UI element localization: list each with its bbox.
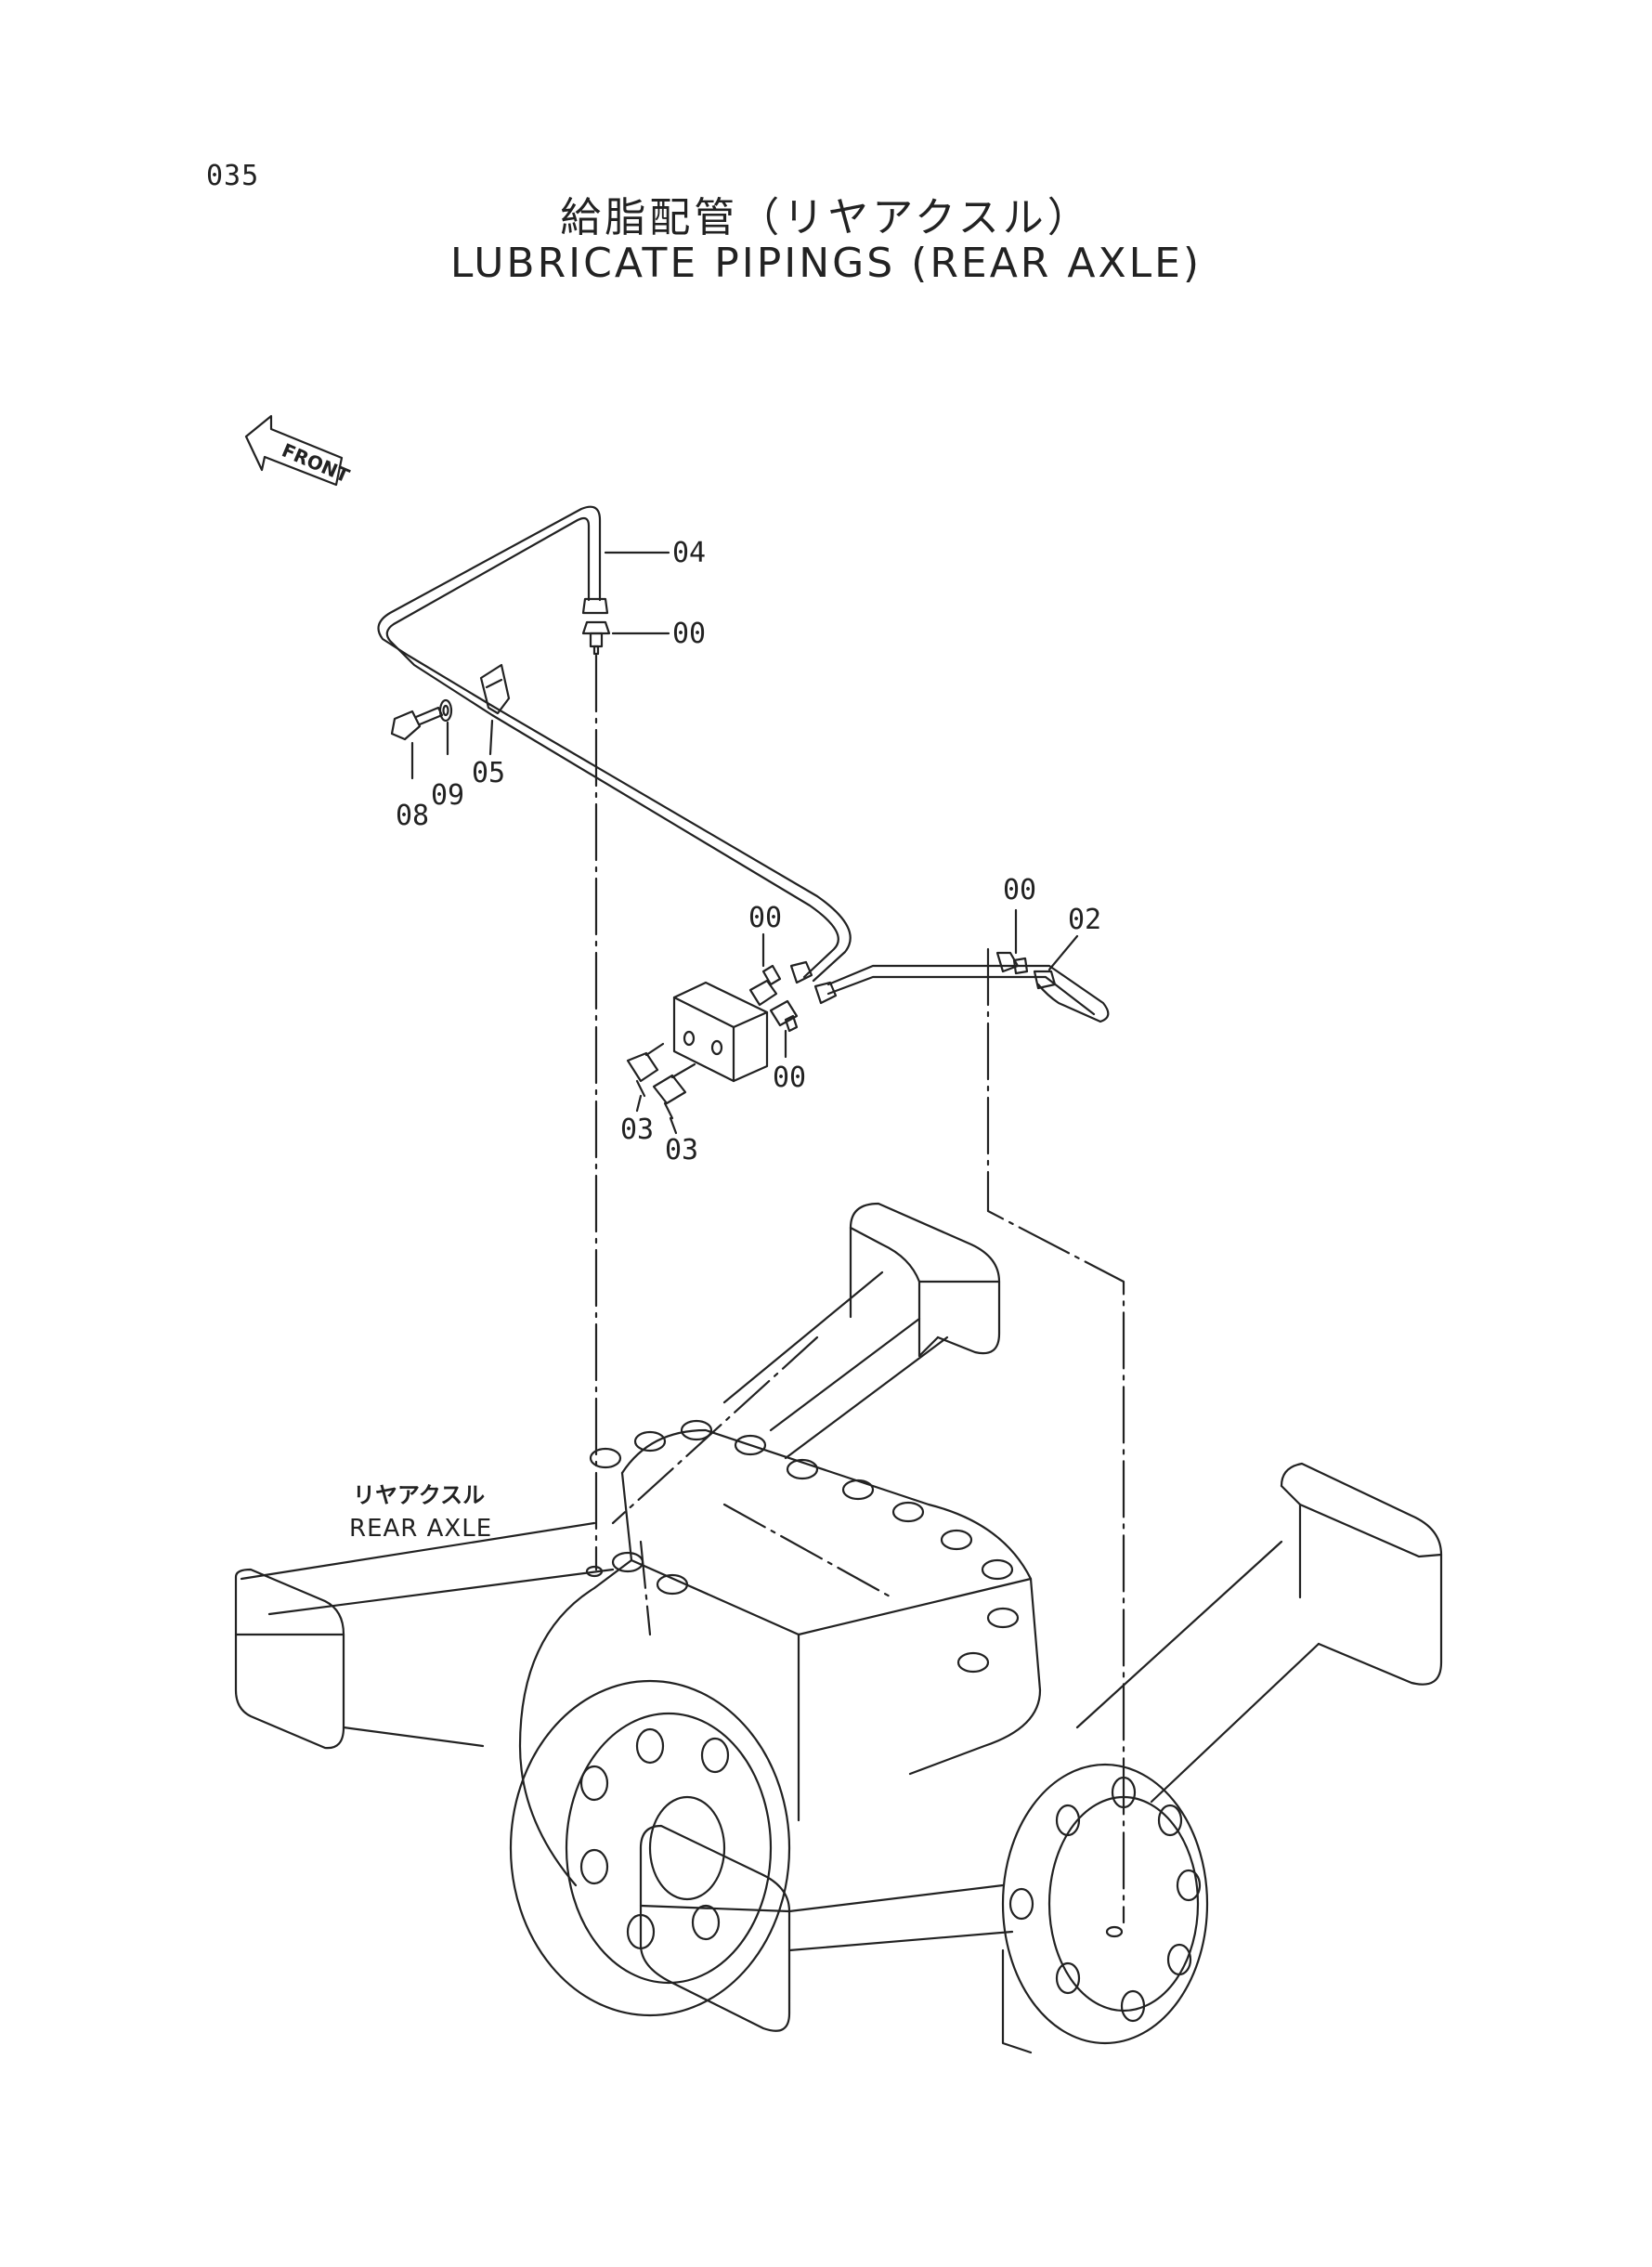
callout-fitting-block-top-00: 00 xyxy=(748,902,782,934)
pipe-04-nut xyxy=(581,597,609,615)
block-pipe-nuts xyxy=(789,960,838,1005)
grease-fitting-block-top xyxy=(748,964,782,1007)
title-english: LUBRICATE PIPINGS (REAR AXLE) xyxy=(449,240,1203,287)
grease-fitting-top xyxy=(581,620,611,656)
title-japanese: 給脂配管（リヤアクスル） xyxy=(560,194,1092,241)
washer-09 xyxy=(438,698,453,723)
callout-washer-09: 09 xyxy=(431,779,464,812)
callout-fitting-block-bottom-00: 00 xyxy=(773,1062,806,1094)
pipe-02-nut xyxy=(1033,970,1057,990)
grease-fitting-right xyxy=(995,951,1029,975)
rear-axle-label-japanese: リヤアクスル xyxy=(353,1482,485,1508)
page-number: 035 xyxy=(206,160,260,192)
callout-labels: 04 00 05 09 08 00 02 00 00 03 03 リヤアクスル … xyxy=(349,537,1101,1543)
distribution-block xyxy=(672,981,769,1083)
front-arrow-icon: FRONT xyxy=(244,414,353,488)
nipple-03-left xyxy=(626,1042,665,1098)
clamp-05 xyxy=(479,663,511,715)
pipe-02 xyxy=(826,964,1110,1023)
callout-clamp-05: 05 xyxy=(472,757,505,789)
callout-bolt-08: 08 xyxy=(396,800,429,832)
callout-pipe-02: 02 xyxy=(1068,904,1101,936)
nipple-03-right xyxy=(652,1062,696,1120)
housing-bolts xyxy=(589,1419,1020,1674)
callout-fitting-right-00: 00 xyxy=(1003,874,1036,906)
callout-nipple-03-left: 03 xyxy=(620,1114,654,1146)
callout-leaders xyxy=(410,551,1079,1135)
pipe-04 xyxy=(377,505,852,983)
rear-axle-label-english: REAR AXLE xyxy=(349,1515,492,1543)
grease-fitting-block-bottom xyxy=(769,999,799,1033)
assembly-line-right xyxy=(986,947,1125,1924)
callout-fitting-top-00: 00 xyxy=(672,618,706,650)
callout-pipe-04: 04 xyxy=(672,537,706,569)
rear-axle-drawing xyxy=(234,1202,1443,2054)
bolt-08 xyxy=(390,706,444,741)
callout-nipple-03-right: 03 xyxy=(665,1134,698,1166)
axle-centerlines xyxy=(611,1335,893,1636)
front-label: FRONT xyxy=(279,439,353,488)
